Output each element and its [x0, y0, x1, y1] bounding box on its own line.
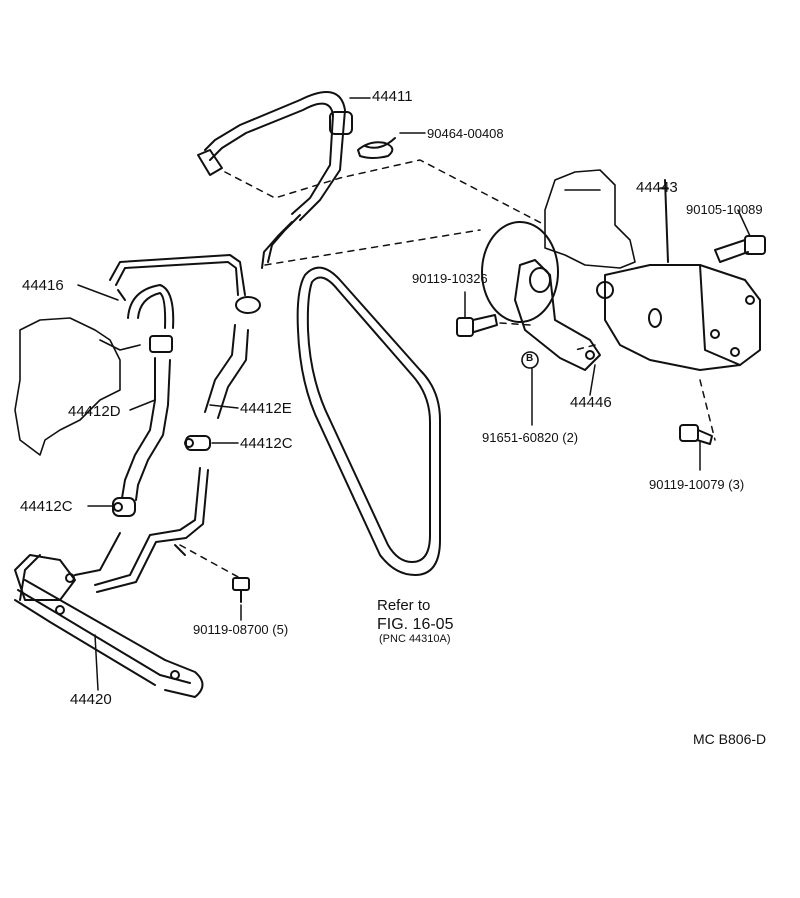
callout-90119-08700: 90119-08700 (5): [193, 622, 289, 637]
cooler-pipe: [74, 467, 209, 593]
marker-b-letter: B: [526, 353, 534, 364]
engine-outline: [14, 317, 141, 456]
belt-note-line3: (PNC 44310A): [379, 633, 451, 645]
bracket-44446: [514, 259, 601, 371]
hose-44412E: [204, 296, 261, 419]
figure-code: MC B806-D: [693, 731, 767, 747]
callout-44443: 44443: [636, 179, 678, 196]
belt-note-line2: FIG. 16-05: [377, 616, 454, 633]
bracket-44443: [596, 179, 761, 371]
bolt-90105-10089: [714, 235, 766, 263]
callout-90119-10326: 90119-10326: [412, 271, 488, 286]
callout-44420: 44420: [70, 691, 112, 708]
callout-44416: 44416: [22, 277, 64, 294]
callout-91651-60820: 91651-60820 (2): [482, 430, 579, 445]
callout-90105-10089: 90105-10089: [686, 202, 763, 217]
oil-cooler-44420: [14, 554, 204, 698]
clamp-44412C-b: [112, 497, 136, 517]
return-tube-44416: [109, 254, 246, 329]
pump-body: [544, 169, 636, 269]
fitting-small: [149, 335, 173, 353]
bolt-90119-10326: [456, 314, 498, 337]
hose-44412D: [121, 357, 171, 501]
bolt-90119-08700: [232, 577, 250, 603]
pressure-hose-44411: [197, 91, 353, 269]
callout-44411: 44411: [372, 88, 413, 105]
callout-90464-00408: 90464-00408: [427, 126, 504, 141]
callout-44446: 44446: [570, 394, 612, 411]
drive-belt: [296, 266, 441, 576]
callout-44412E: 44412E: [240, 400, 292, 417]
belt-note-line1: Refer to: [377, 597, 431, 614]
pump-pulley: [481, 221, 559, 323]
clamp-90464: [357, 137, 396, 159]
marker-b-circle: [521, 351, 539, 369]
callout-44412C-upper: 44412C: [240, 435, 293, 452]
clamp-44412C-a: [184, 435, 211, 451]
callout-44412D: 44412D: [68, 403, 121, 420]
callout-44412C-lower: 44412C: [20, 498, 73, 515]
bolt-90119-10079: [679, 424, 713, 445]
callout-90119-10079: 90119-10079 (3): [649, 477, 745, 492]
